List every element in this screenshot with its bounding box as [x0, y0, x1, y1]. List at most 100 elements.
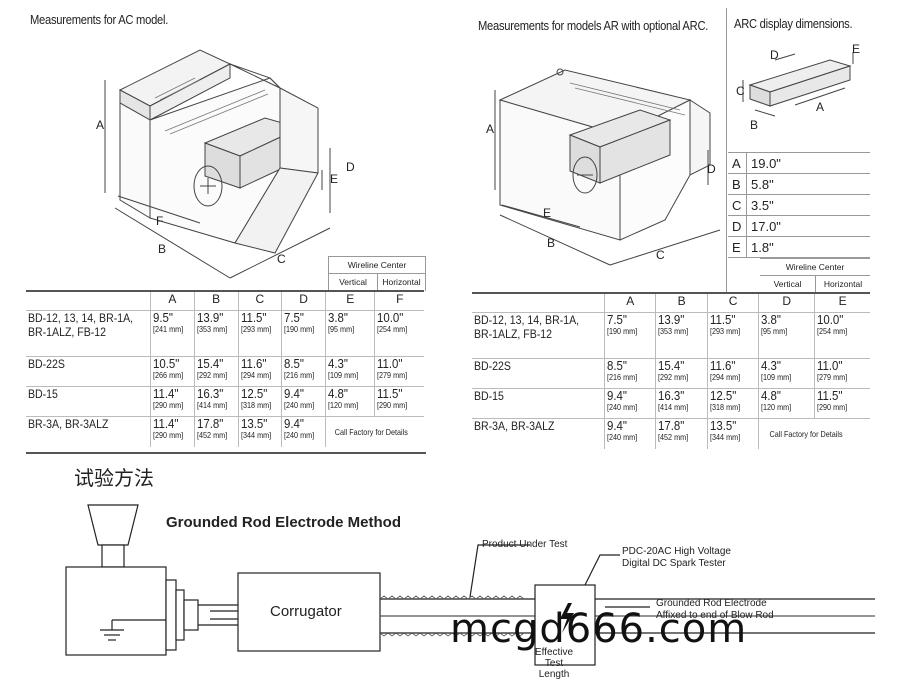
cell-value: 9.4" — [607, 388, 627, 403]
cell-mm: [353 mm] — [658, 326, 689, 336]
effective-line1: Effective — [534, 647, 574, 658]
cell-value: 10.5" — [153, 356, 180, 371]
cell-value: 11.6" — [709, 358, 736, 373]
cell-value: 3.8" — [761, 312, 782, 327]
left-col-header: C — [237, 290, 283, 311]
arc-dim-value: 5.8" — [746, 173, 870, 195]
arc-fig-d: D — [770, 48, 779, 62]
cell-value: 4.3" — [328, 356, 348, 371]
arc-dim-key: E — [728, 236, 747, 258]
table-row: BD-22S 10.5"[266 mm] 15.4"[292 mm] 11.6"… — [26, 356, 424, 387]
right-dim-b: B — [547, 236, 556, 250]
diagram-title: Grounded Rod Electrode Method — [166, 514, 401, 531]
cell-value: 11.5" — [240, 310, 266, 325]
model-name: BD-15 — [28, 387, 58, 401]
electrode-line1: Grounded Rod Electrode — [656, 598, 767, 609]
right-wireline-center: Wireline Center — [760, 259, 870, 276]
cell-mm: [109 mm] — [328, 370, 359, 380]
cell-value: 17.8" — [658, 418, 685, 433]
cell-mm: [290 mm] — [153, 430, 184, 440]
table-row: BD-12, 13, 14, BR-1A, BR-1ALZ, FB-12 7.5… — [472, 312, 870, 359]
arc-fig-c: C — [736, 84, 745, 98]
left-horizontal-label: Horizontal — [382, 277, 421, 287]
cell-mm: [414 mm] — [196, 400, 227, 410]
arc-dim-key: B — [728, 173, 747, 195]
cell-value: 12.5" — [240, 386, 267, 401]
right-col-header: A — [603, 292, 657, 313]
cell-value: 4.8" — [328, 386, 348, 401]
cell-mm: [344 mm] — [240, 430, 271, 440]
right-dim-e: E — [543, 206, 552, 220]
cell-value: 3.8" — [328, 310, 348, 325]
arc-dim-key: A — [728, 152, 747, 174]
cell-value: 11.4" — [153, 416, 179, 431]
cell-value: 12.5" — [709, 388, 737, 403]
table-row: BR-3A, BR-3ALZ 11.4"[290 mm] 17.8"[452 m… — [26, 416, 424, 447]
right-caption: Measurements for models AR with optional… — [478, 18, 709, 33]
tester-label: PDC-20AC High Voltage Digital DC Spark T… — [622, 546, 731, 570]
cell-value: 9.4" — [284, 386, 305, 401]
right-horizontal-label: Horizontal — [823, 279, 863, 289]
ar-model-drawing — [494, 68, 721, 266]
cell-value: 4.3" — [761, 358, 782, 373]
cell-value: 4.8" — [761, 388, 782, 403]
cell-value: 9.4" — [607, 418, 627, 433]
left-col-header: D — [281, 290, 326, 311]
watermark: mcgd666.com — [450, 606, 748, 652]
right-col-header: E — [814, 292, 870, 313]
cell-mm: [216 mm] — [607, 372, 638, 382]
cell-mm: [293 mm] — [240, 324, 271, 334]
cell-value: 13.5" — [709, 418, 737, 433]
cell-value: 11.6" — [240, 356, 266, 371]
cell-mm: [254 mm] — [377, 324, 408, 334]
ac-model-drawing — [104, 49, 331, 279]
arc-dim-value: 1.8" — [746, 236, 870, 258]
effective-line2: Test — [544, 658, 564, 669]
left-col-header: F — [374, 290, 424, 311]
cell-value: 16.3" — [658, 388, 685, 403]
cell-mm: [241 mm] — [153, 324, 184, 334]
right-dim-c: C — [656, 248, 665, 262]
arc-fig-e: E — [852, 42, 861, 56]
cell-mm: [266 mm] — [153, 370, 184, 380]
cell-mm: [240 mm] — [284, 400, 315, 410]
right-vertical-label: Vertical — [760, 276, 816, 292]
cell-value: 11.0" — [377, 356, 403, 371]
cell-value: 10.0" — [817, 312, 844, 327]
table-row: BD-15 9.4"[240 mm] 16.3"[414 mm] 12.5"[3… — [472, 388, 870, 419]
arc-dim-value: 17.0" — [746, 215, 870, 237]
corrugator-label: Corrugator — [270, 603, 342, 620]
cell-mm: [452 mm] — [196, 430, 227, 440]
right-col-header: B — [655, 292, 708, 313]
arc-caption: ARC display dimensions. — [734, 16, 853, 31]
cell-mm: [452 mm] — [658, 432, 689, 442]
cell-mm: [292 mm] — [658, 372, 689, 382]
left-vertical-label: Vertical — [329, 274, 378, 290]
cell-value: 15.4" — [196, 356, 224, 371]
arc-fig-a: A — [816, 100, 825, 114]
model-name: BD-22S — [474, 359, 511, 373]
cell-value: 15.4" — [658, 358, 685, 373]
left-wireline-header: Wireline Center Vertical Horizontal — [328, 256, 426, 291]
cell-value: 11.5" — [817, 388, 843, 403]
arc-dim-value: 19.0" — [746, 152, 870, 174]
left-dim-a: A — [96, 118, 105, 132]
arc-display-drawing — [742, 52, 854, 117]
table-row: BR-3A, BR-3ALZ 9.4"[240 mm] 17.8"[452 mm… — [472, 418, 870, 449]
cell-mm: [95 mm] — [328, 324, 355, 334]
cell-value: 13.5" — [240, 416, 267, 431]
grounded-rod-diagram — [65, 504, 875, 666]
cell-value: 8.5" — [284, 356, 305, 371]
cell-value: 17.8" — [196, 416, 224, 431]
left-caption: Measurements for AC model. — [30, 12, 169, 27]
table-row: BD-15 11.4"[290 mm] 16.3"[414 mm] 12.5"[… — [26, 386, 424, 417]
right-dim-a: A — [486, 122, 495, 136]
panel-divider — [726, 8, 727, 292]
cell-value: 16.3" — [196, 386, 224, 401]
cell-mm: [344 mm] — [709, 432, 740, 442]
electrode-label: Grounded Rod Electrode Affixed to end of… — [656, 598, 774, 622]
cell-value: 11.5" — [709, 312, 736, 327]
